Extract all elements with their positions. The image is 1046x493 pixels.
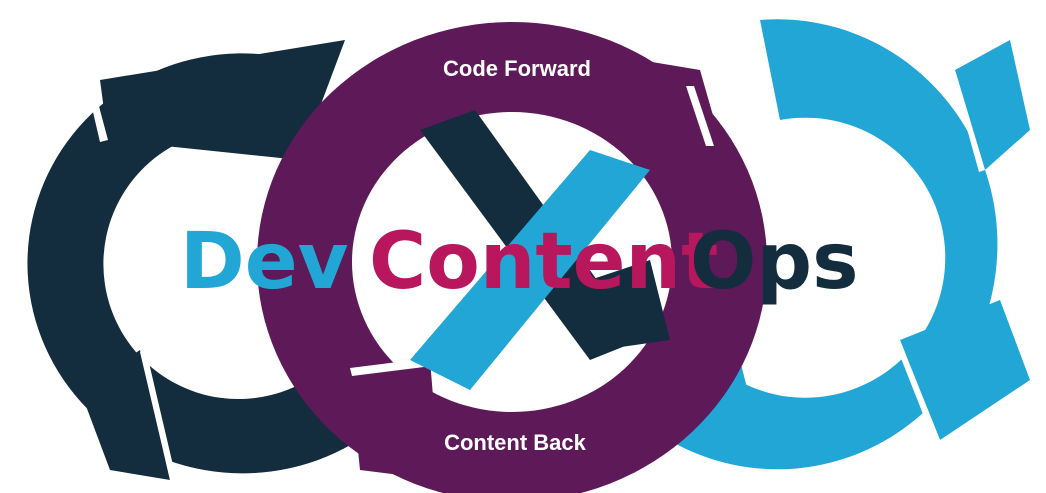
title-devcontentops: Dev Content Ops bbox=[180, 217, 859, 307]
code-forward-label: Code Forward bbox=[443, 56, 591, 81]
title-content: Content bbox=[369, 217, 718, 307]
right-cyan-ring bbox=[604, 19, 1030, 470]
content-back-label: Content Back bbox=[444, 430, 587, 455]
title-dev: Dev bbox=[180, 217, 349, 307]
left-navy-ring bbox=[27, 40, 411, 480]
center-cross bbox=[410, 110, 670, 390]
title-ops: Ops bbox=[690, 217, 859, 307]
